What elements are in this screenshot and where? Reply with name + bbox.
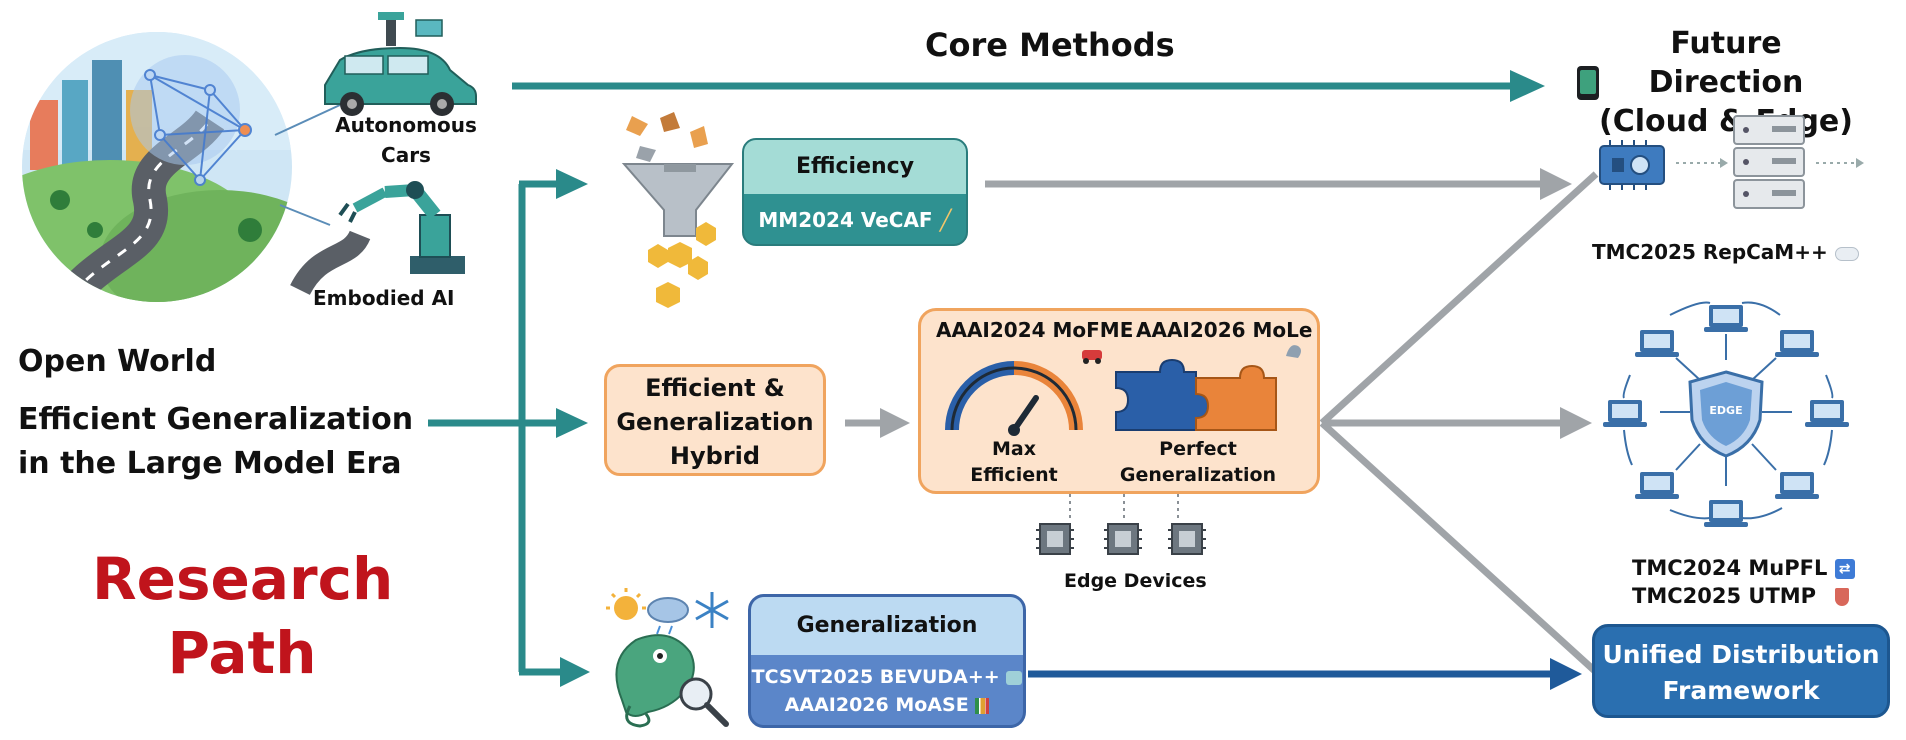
unified-line2: Framework <box>1662 676 1820 705</box>
moase-paper-label: AAAI2026 MoASE <box>784 694 969 716</box>
open-world-label: Open World <box>18 344 217 379</box>
shuffle-icon: ⇄ <box>1834 559 1855 579</box>
autonomous-cars-line2: Cars <box>381 143 431 167</box>
unified-framework-card: Unified Distribution Framework <box>1592 624 1890 718</box>
hybrid-line3: Hybrid <box>669 442 761 470</box>
chameleon-icon <box>615 634 695 728</box>
perfect-generalization-line1: Perfect <box>1159 438 1237 460</box>
embodied-ai-label: Embodied AI <box>313 286 455 310</box>
research-path-line2: Path <box>167 619 317 687</box>
hybrid-line2: Generalization <box>616 408 814 436</box>
efficiency-paper: MM2024 VeCAF ╱ <box>744 194 966 244</box>
edge-devices-label: Edge Devices <box>1064 570 1207 592</box>
flex-arm-icon <box>1286 345 1301 358</box>
repcam-paper-label: TMC2025 RepCaM++ <box>1592 240 1828 264</box>
mupfl-paper-label: TMC2024 MuPFL <box>1632 556 1828 580</box>
efficient-generalization-line1: Efficient Generalization <box>18 402 414 437</box>
shield-label: EDGE <box>1709 404 1743 417</box>
generalization-to-unified-arrow <box>1028 658 1582 690</box>
generalization-card: Generalization TCSVT2025 BEVUDA++ AAAI20… <box>748 594 1026 728</box>
refresh-icon <box>1006 670 1023 685</box>
chip-icon-1 <box>1036 523 1074 555</box>
efficiency-card-title: Efficiency <box>744 140 966 194</box>
bevuda-paper-row: TCSVT2025 BEVUDA++ <box>751 663 1023 691</box>
edge-chip-icon <box>1599 140 1665 190</box>
perfect-generalization-line2: Generalization <box>1119 464 1277 486</box>
speed-gauge-icon <box>945 361 1083 436</box>
bar-chart-icon <box>975 697 990 714</box>
efficiency-paper-label: MM2024 VeCAF <box>758 208 933 232</box>
core-methods-title: Core Methods <box>925 26 1175 64</box>
cloud-rain-icon <box>647 597 689 635</box>
chip-icon-2 <box>1104 523 1142 555</box>
research-path-label: Research Path <box>92 542 394 690</box>
autonomous-cars-label: Autonomous Cars <box>332 110 480 170</box>
hybrid-line1: Efficient & <box>645 374 785 402</box>
moase-paper-row: AAAI2026 MoASE <box>751 691 1023 719</box>
max-efficient-label: Max Efficient <box>954 436 1074 488</box>
future-direction-line2: (Cloud & Edge) <box>1598 104 1853 139</box>
research-path-line1: Research <box>92 545 394 613</box>
center-fan-arrows <box>1319 171 1599 675</box>
mupfl-paper-row: TMC2024 MuPFL ⇄ <box>1632 556 1855 580</box>
mofme-paper-label: AAAI2024 MoFME <box>936 318 1134 342</box>
mole-paper-label: AAAI2026 MoLe <box>1136 318 1313 342</box>
sun-icon <box>606 588 646 620</box>
core-methods-arrow <box>512 70 1545 102</box>
puzzle-pieces-icon <box>1115 358 1277 431</box>
phone-icon <box>1577 66 1599 100</box>
cloud-dotted-links <box>1676 158 1864 168</box>
utmp-paper-row: TMC2025 UTMP <box>1632 584 1850 608</box>
hybrid-to-center-arrow <box>845 408 910 438</box>
generalization-card-title: Generalization <box>751 597 1023 655</box>
efficiency-to-cloud-arrow <box>985 168 1572 200</box>
generalization-papers: TCSVT2025 BEVUDA++ AAAI2026 MoASE <box>751 655 1023 719</box>
autonomous-cars-line1: Autonomous <box>335 113 477 137</box>
main-branch-arrows <box>428 169 590 687</box>
efficient-generalization-title: Efficient Generalization in the Large Mo… <box>18 398 413 486</box>
red-car-icon <box>1082 350 1102 364</box>
future-direction-title: Future Direction (Cloud & Edge) <box>1596 24 1856 141</box>
federated-network-icon <box>1603 301 1849 527</box>
efficient-generalization-line2: in the Large Model Era <box>18 446 402 481</box>
future-direction-line1: Future Direction <box>1648 26 1804 100</box>
perfect-generalization-label: Perfect Generalization <box>1116 436 1280 488</box>
shield-small-icon <box>1835 588 1850 606</box>
robot-arm-icon <box>290 181 465 296</box>
edge-device-links <box>1069 494 1179 520</box>
utmp-paper-label: TMC2025 UTMP <box>1632 584 1817 608</box>
hybrid-card: Efficient & Generalization Hybrid <box>604 364 826 476</box>
unified-line1: Unified Distribution <box>1602 640 1880 669</box>
max-efficient-line2: Efficient <box>970 464 1058 486</box>
max-efficient-line1: Max <box>992 438 1036 460</box>
car-icon <box>324 12 477 116</box>
snowflake-icon <box>695 592 729 628</box>
cloud-icon <box>1834 246 1859 261</box>
efficiency-card: Efficiency MM2024 VeCAF ╱ <box>742 138 968 246</box>
server-rack-icon <box>1733 115 1805 209</box>
repcam-paper-row: TMC2025 RepCaM++ <box>1592 240 1859 264</box>
chip-icon-3 <box>1168 523 1206 555</box>
bevuda-paper-label: TCSVT2025 BEVUDA++ <box>751 666 1000 688</box>
magnifier-icon <box>679 677 729 727</box>
broom-icon: ╱ <box>939 208 952 232</box>
